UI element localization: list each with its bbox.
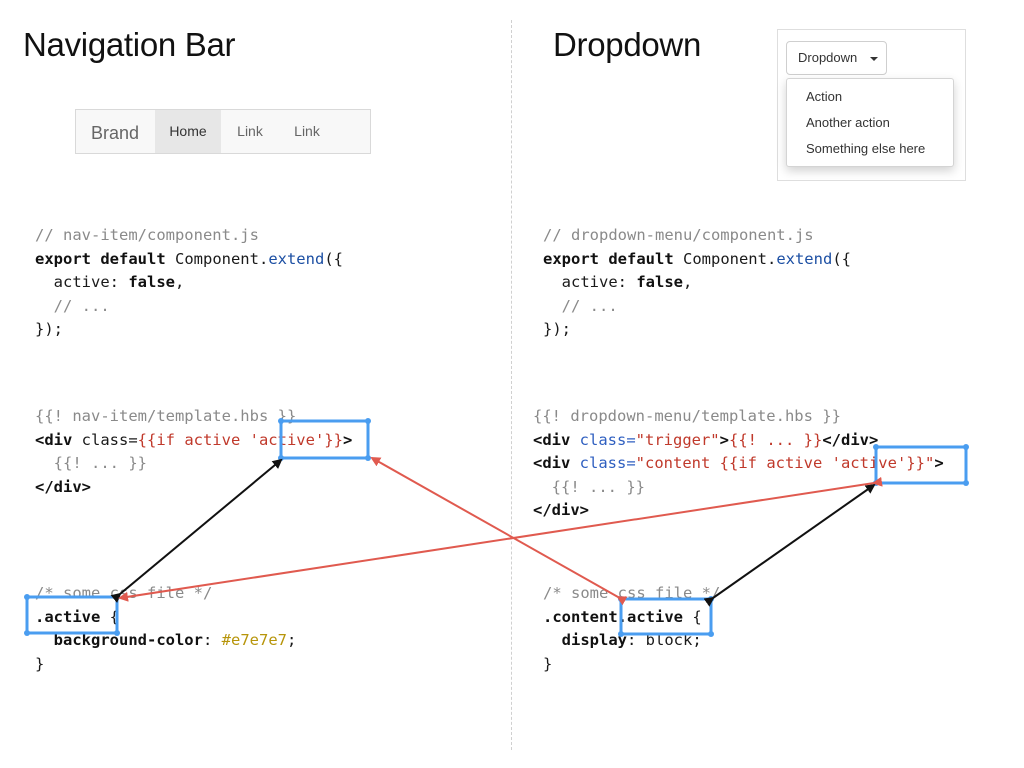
dropdown-item-something-else[interactable]: Something else here bbox=[806, 141, 926, 156]
code-handlebars: {{! ... }} bbox=[729, 430, 823, 449]
code-tag: </div> bbox=[822, 430, 879, 449]
caret-down-icon bbox=[870, 57, 878, 61]
code-handlebars: {{if active bbox=[137, 430, 250, 449]
code-dropdown-template-hbs: {{! dropdown-menu/template.hbs }} <div cl… bbox=[533, 405, 944, 523]
code-comment: // ... bbox=[35, 296, 110, 315]
code-keyword: export default bbox=[543, 249, 674, 268]
code-string-active: 'active' bbox=[249, 430, 325, 449]
code-tag: <div bbox=[533, 430, 571, 449]
code-tag: > bbox=[719, 430, 729, 449]
code-string: " bbox=[924, 454, 935, 472]
code-text: active: bbox=[543, 273, 637, 291]
code-text: , bbox=[683, 273, 693, 291]
code-text: ({ bbox=[832, 249, 851, 268]
code-comment: {{! dropdown-menu/template.hbs }} bbox=[533, 407, 841, 425]
code-text: Component. bbox=[165, 249, 269, 268]
code-selector-active: .active bbox=[35, 607, 101, 626]
code-comment: // nav-item/component.js bbox=[35, 226, 259, 244]
code-nav-component-js: // nav-item/component.js export default C… bbox=[35, 224, 343, 342]
code-property: display bbox=[543, 631, 627, 649]
dropdown-item-action[interactable]: Action bbox=[806, 89, 843, 104]
dropdown-menu: Action Another action Something else her… bbox=[786, 78, 954, 167]
code-comment: {{! ... }} bbox=[533, 477, 645, 496]
navbar-demo: Brand Home Link Link bbox=[75, 109, 371, 154]
navbar-item-home[interactable]: Home bbox=[155, 110, 221, 153]
dropdown-item-another-action[interactable]: Another action bbox=[806, 115, 890, 130]
code-text: } bbox=[543, 654, 553, 673]
code-text: class= bbox=[72, 430, 138, 449]
code-tag: <div bbox=[533, 454, 571, 472]
code-comment: {{! ... }} bbox=[35, 454, 147, 472]
code-text: active: bbox=[35, 273, 129, 291]
code-function: extend bbox=[776, 249, 833, 268]
code-comment: // dropdown-menu/component.js bbox=[543, 226, 814, 244]
navbar-brand[interactable]: Brand bbox=[91, 123, 140, 143]
code-tag: > bbox=[342, 430, 353, 449]
navbar-item-link-1[interactable]: Link bbox=[237, 123, 263, 139]
code-keyword: false bbox=[636, 273, 683, 291]
dropdown-demo: Dropdown Action Another action Something… bbox=[777, 29, 966, 181]
code-attribute: class= bbox=[570, 430, 636, 449]
code-dropdown-component-js: // dropdown-menu/component.js export defa… bbox=[543, 224, 851, 342]
code-text: }); bbox=[35, 320, 63, 338]
code-property: background-color bbox=[35, 631, 203, 649]
code-handlebars: }} bbox=[906, 454, 925, 472]
code-string: "trigger" bbox=[635, 430, 720, 449]
dropdown-toggle-label: Dropdown bbox=[798, 50, 858, 65]
code-text: : block; bbox=[627, 631, 702, 649]
heading-dropdown: Dropdown bbox=[553, 26, 702, 63]
column-divider bbox=[511, 20, 512, 750]
code-text: { bbox=[682, 607, 702, 626]
code-keyword: export default bbox=[35, 249, 166, 268]
code-text: ; bbox=[286, 631, 297, 649]
code-handlebars: {{if active bbox=[719, 454, 832, 472]
code-text: : bbox=[202, 631, 222, 649]
code-text: { bbox=[100, 607, 119, 626]
code-tag: </div> bbox=[533, 501, 589, 519]
code-attribute: class= bbox=[570, 454, 636, 472]
code-selector-content-active: .content.active bbox=[543, 607, 683, 626]
code-nav-css: /* some css file */ .active { background-… bbox=[35, 582, 296, 676]
code-text: , bbox=[175, 273, 185, 291]
code-text: }); bbox=[543, 320, 571, 338]
dropdown-toggle-button[interactable]: Dropdown bbox=[786, 41, 887, 75]
code-function: extend bbox=[268, 249, 325, 268]
code-comment: // ... bbox=[543, 296, 618, 315]
code-handlebars: }} bbox=[324, 430, 343, 449]
code-text: } bbox=[35, 654, 45, 673]
code-string: "content bbox=[635, 454, 720, 472]
code-string-active: 'active' bbox=[831, 454, 907, 472]
code-keyword: false bbox=[128, 273, 175, 291]
code-tag: > bbox=[934, 454, 944, 472]
code-dropdown-css: /* some css file */ .content.active { dis… bbox=[543, 582, 720, 676]
code-hex-color: #e7e7e7 bbox=[221, 631, 287, 649]
code-text: Component. bbox=[673, 249, 777, 268]
code-tag: <div bbox=[35, 430, 73, 449]
heading-navigation-bar: Navigation Bar bbox=[23, 26, 236, 63]
navbar-item-link-2[interactable]: Link bbox=[294, 123, 320, 139]
code-comment: /* some css file */ bbox=[543, 584, 721, 602]
code-nav-template-hbs: {{! nav-item/template.hbs }}<div class={… bbox=[35, 405, 352, 499]
code-comment: /* some css file */ bbox=[35, 584, 213, 602]
code-comment: {{! nav-item/template.hbs }} bbox=[35, 407, 297, 425]
code-tag: </div> bbox=[35, 477, 91, 496]
code-text: ({ bbox=[324, 249, 343, 268]
